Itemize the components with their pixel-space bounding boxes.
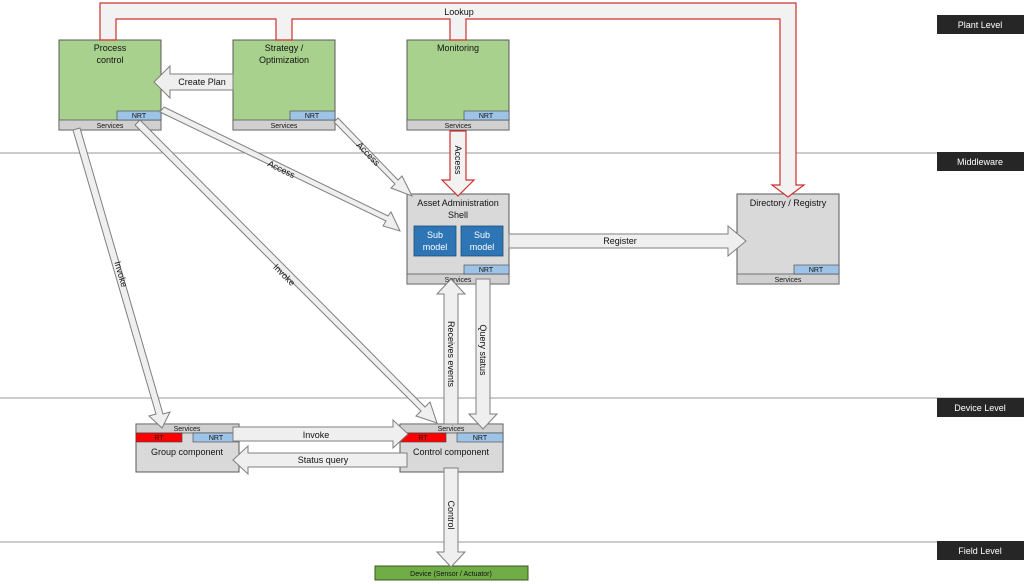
control-nrt: NRT xyxy=(473,435,488,442)
field-level-label: Field Level xyxy=(958,546,1002,556)
field-level-tag: Field Level xyxy=(937,541,1024,560)
directory-registry-box[interactable]: Directory / Registry NRT Services xyxy=(736,193,840,285)
monitoring-nrt: NRT xyxy=(479,113,494,120)
query-status-label: Query status xyxy=(478,324,488,376)
process-control-title-1: Process xyxy=(94,43,127,53)
submodel-1-line-2: model xyxy=(423,242,448,252)
device-level-label: Device Level xyxy=(954,403,1006,413)
monitoring-services: Services xyxy=(445,123,472,130)
asset-administration-shell-box[interactable]: Asset Administration Shell Sub model Sub… xyxy=(406,193,510,285)
aas-nrt: NRT xyxy=(479,267,494,274)
submodel-1[interactable]: Sub model xyxy=(413,225,457,257)
aas-title-1: Asset Administration xyxy=(417,198,499,208)
directory-title: Directory / Registry xyxy=(750,198,827,208)
group-rt: RT xyxy=(154,435,164,442)
process-control-nrt: NRT xyxy=(132,113,147,120)
strategy-optimization-box[interactable]: Strategy / Optimization NRT Services xyxy=(232,39,336,131)
field-device-title: Device (Sensor / Actuator) xyxy=(410,571,492,578)
plant-level-label: Plant Level xyxy=(958,20,1003,30)
group-services: Services xyxy=(174,426,201,433)
invoke-group-diag-arrow: Invoke xyxy=(72,127,171,429)
process-control-services: Services xyxy=(97,123,124,130)
invoke-group-label: Invoke xyxy=(303,430,330,440)
invoke-horizontal-arrow: Invoke xyxy=(232,418,409,450)
create-plan-label: Create Plan xyxy=(178,77,226,87)
control-rt: RT xyxy=(418,435,428,442)
process-control-box[interactable]: Process control NRT Services xyxy=(58,39,162,131)
register-arrow: Register xyxy=(508,224,747,258)
receives-events-label: Receives events xyxy=(446,321,456,388)
query-status-arrow: Query status xyxy=(467,278,499,430)
directory-nrt: NRT xyxy=(809,267,824,274)
process-control-title-2: control xyxy=(96,55,123,65)
access-monitoring-arrow: Access xyxy=(440,130,476,197)
strategy-title-2: Optimization xyxy=(259,55,309,65)
control-services: Services xyxy=(438,426,465,433)
strategy-services: Services xyxy=(271,123,298,130)
submodel-2-line-1: Sub xyxy=(474,230,490,240)
status-query-arrow: Status query xyxy=(232,444,408,476)
group-component-box[interactable]: Services RT NRT Group component xyxy=(135,423,240,473)
lookup-arrow: Lookup xyxy=(99,2,806,198)
register-label: Register xyxy=(603,236,637,246)
aas-services: Services xyxy=(445,277,472,284)
strategy-nrt: NRT xyxy=(305,113,320,120)
middleware-tag: Middleware xyxy=(937,152,1024,171)
monitoring-box[interactable]: Monitoring NRT Services xyxy=(406,39,510,131)
control-component-title: Control component xyxy=(413,447,490,457)
group-nrt: NRT xyxy=(209,435,224,442)
lookup-label: Lookup xyxy=(444,7,474,17)
create-plan-arrow: Create Plan xyxy=(153,64,234,100)
plant-level-tag: Plant Level xyxy=(937,15,1024,34)
group-component-title: Group component xyxy=(151,447,224,457)
middleware-label: Middleware xyxy=(957,157,1003,167)
directory-services: Services xyxy=(775,277,802,284)
control-label: Control xyxy=(446,500,456,529)
access-strategy-label: Access xyxy=(354,140,382,168)
device-level-tag: Device Level xyxy=(937,398,1024,417)
access-process-label: Access xyxy=(266,158,297,180)
strategy-title-1: Strategy / xyxy=(265,43,304,53)
monitoring-title: Monitoring xyxy=(437,43,479,53)
control-arrow: Control xyxy=(435,467,467,568)
access-monitoring-label: Access xyxy=(453,145,463,175)
control-component-box[interactable]: Services RT NRT Control component xyxy=(399,423,504,473)
submodel-2[interactable]: Sub model xyxy=(460,225,504,257)
submodel-2-line-2: model xyxy=(470,242,495,252)
field-device-box[interactable]: Device (Sensor / Actuator) xyxy=(374,565,529,581)
submodel-1-line-1: Sub xyxy=(427,230,443,240)
aas-title-2: Shell xyxy=(448,210,468,220)
status-query-label: Status query xyxy=(298,455,349,465)
access-strategy-arrow: Access xyxy=(333,117,414,197)
receives-events-arrow: Receives events xyxy=(435,278,467,425)
